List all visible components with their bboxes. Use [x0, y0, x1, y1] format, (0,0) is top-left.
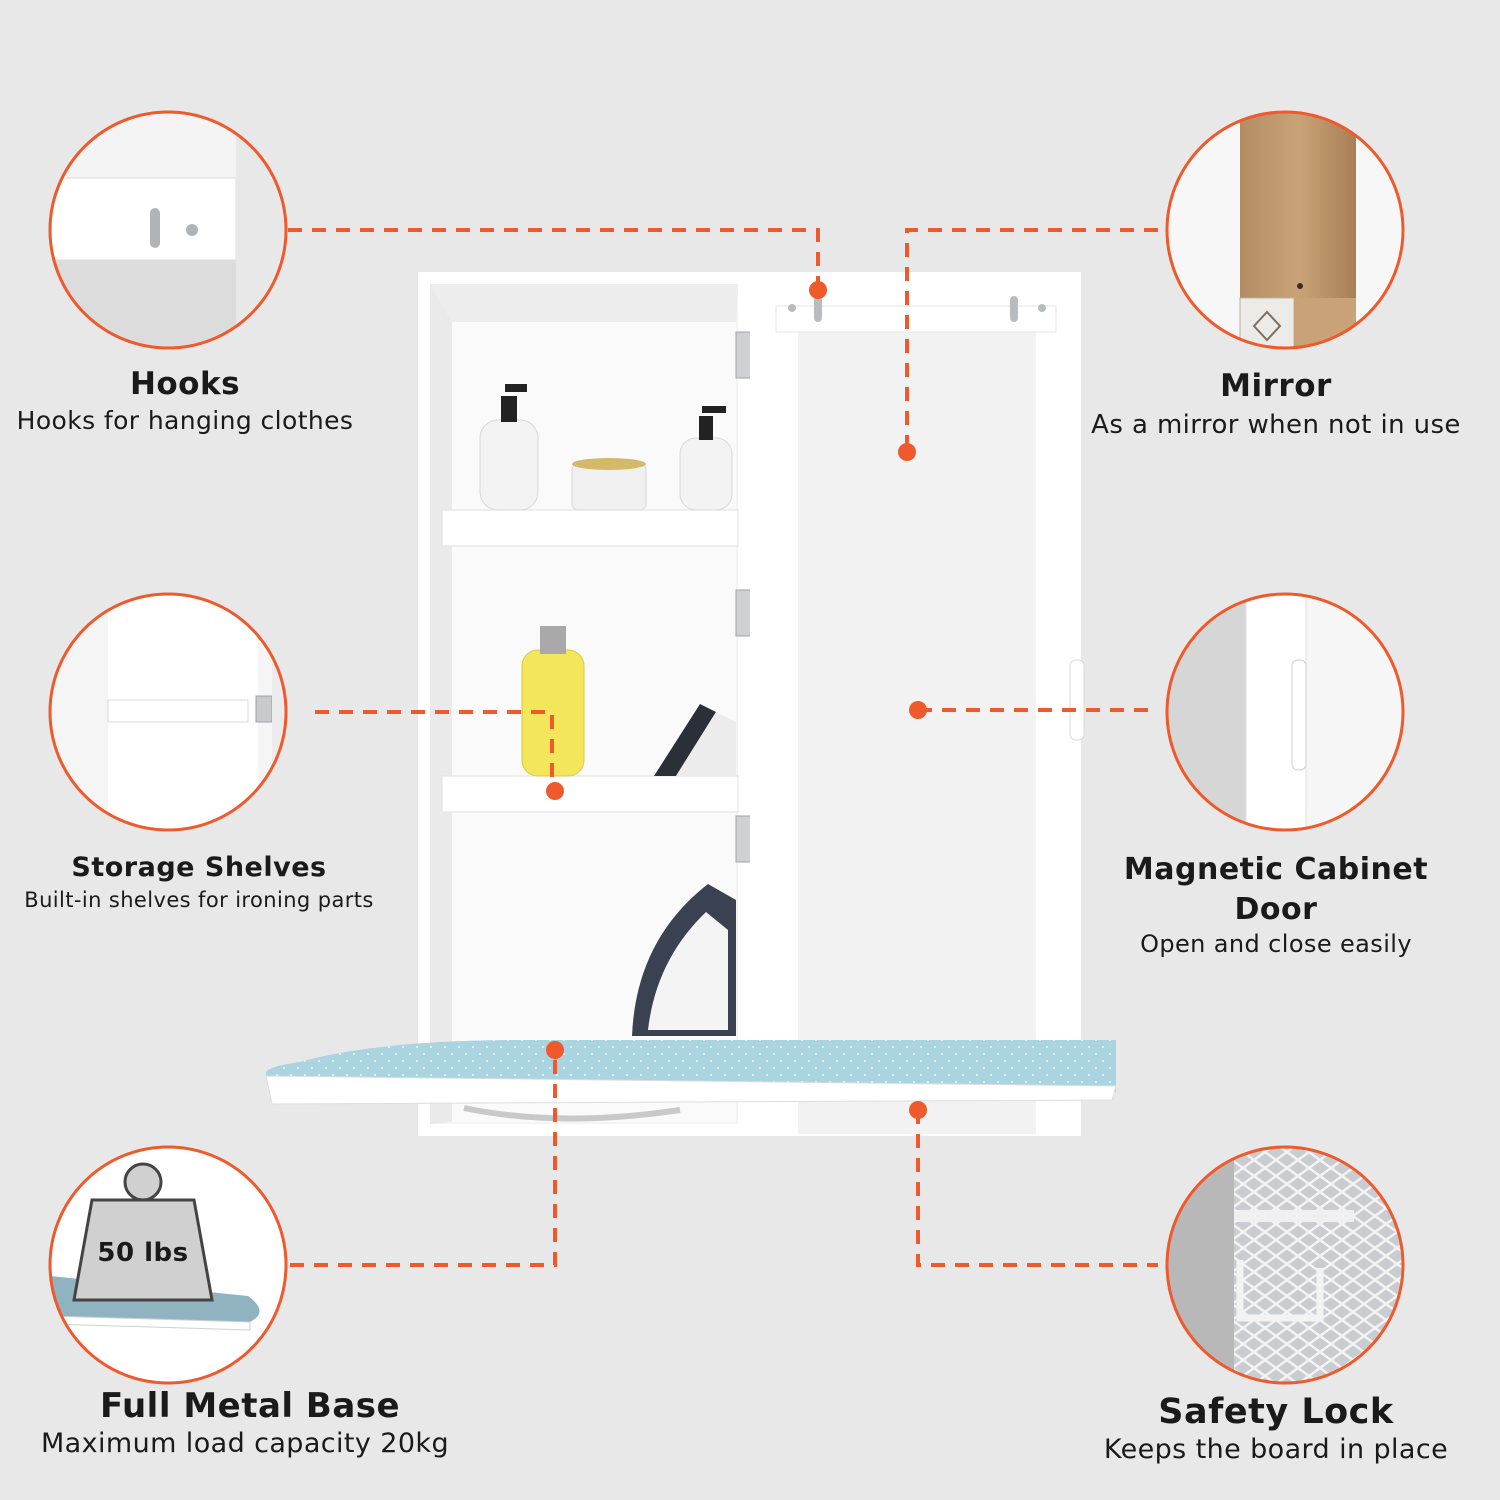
base-description: Maximum load capacity 20kg — [40, 1428, 449, 1459]
hooks-title: Hooks — [129, 366, 241, 402]
callout-dots — [546, 281, 927, 1119]
callout-lines — [288, 228, 1158, 1267]
shelf-middle — [441, 775, 739, 813]
door-hooks — [788, 296, 1046, 322]
shelves-description: Built-in shelves for ironing parts — [24, 888, 374, 912]
shelves-title: Storage Shelves — [71, 852, 327, 883]
lock-title: Safety Lock — [1158, 1392, 1394, 1432]
hooks-description: Hooks for hanging clothes — [16, 406, 354, 435]
door-title-line1: Magnetic Cabinet — [1123, 852, 1429, 887]
mirror-description: As a mirror when not in use — [1091, 410, 1461, 440]
door-handle — [1069, 659, 1085, 741]
ironing-board — [265, 1040, 1117, 1122]
door-title-line2: Door — [1234, 892, 1318, 927]
bottles — [479, 384, 736, 1036]
lock-detail-circle — [1165, 1145, 1405, 1385]
base-detail-circle — [48, 1145, 288, 1385]
weight-icon — [72, 1162, 214, 1302]
shelves-detail-circle — [48, 592, 288, 832]
weight-label: 50 lbs — [97, 1238, 189, 1268]
mirror-detail-circle — [1165, 110, 1405, 350]
cabinet — [265, 272, 1117, 1136]
mirror-title: Mirror — [1220, 368, 1332, 404]
hooks-detail-circle — [48, 110, 288, 350]
door-description: Open and close easily — [1140, 930, 1412, 958]
base-title: Full Metal Base — [99, 1386, 401, 1426]
lock-description: Keeps the board in place — [1103, 1434, 1449, 1465]
shelf-top — [441, 509, 739, 547]
door-detail-circle — [1165, 592, 1405, 832]
